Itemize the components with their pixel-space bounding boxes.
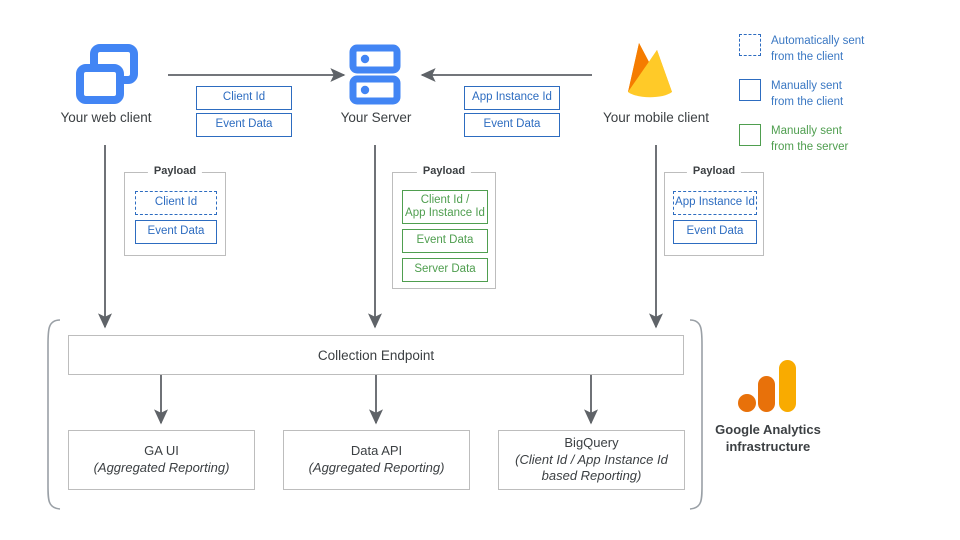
brace-left (47, 319, 61, 510)
output-data-api-name: Data API (350, 443, 403, 459)
ga-brand-line2: infrastructure (725, 438, 811, 454)
output-ga-ui-name: GA UI (144, 443, 179, 459)
transfer-chip-event-data-mobile: Event Data (464, 113, 560, 137)
payload-server: Payload Client Id / App Instance Id Even… (392, 165, 496, 289)
output-bigquery-sub2: based Reporting) (541, 468, 642, 484)
output-bigquery-sub: (Client Id / App Instance Id (515, 451, 668, 467)
legend-text-manual-client: Manually sent from the client (771, 79, 843, 110)
payload-web-item-event-data: Event Data (135, 220, 217, 244)
legend-manual-server-line1: Manually sent (771, 125, 842, 138)
legend-swatch-solid-green (739, 124, 761, 147)
legend-text-auto-client: Automatically sent from the client (771, 34, 864, 65)
legend-swatch-dashed (739, 34, 761, 56)
legend-swatch-solid-blue (739, 79, 761, 102)
legend-item-auto-client: Automatically sent from the client (739, 34, 864, 65)
legend-manual-client-line1: Manually sent (771, 80, 842, 93)
payload-server-item-server-data: Server Data (402, 258, 488, 282)
ga-brand-line1: Google Analytics (715, 422, 821, 437)
google-analytics-icon (738, 360, 796, 412)
payload-mobile-item-app-instance-id: App Instance Id (673, 191, 757, 215)
payload-mobile-title: Payload (686, 165, 742, 177)
ga-brand-caption: Google Analytics infrastructure (690, 422, 846, 456)
legend-manual-server-line2: from the server (771, 140, 849, 153)
legend: Automatically sent from the client Manua… (739, 34, 864, 155)
transfer-chip-client-id: Client Id (196, 86, 292, 110)
legend-item-manual-server: Manually sent from the server (739, 124, 864, 155)
legend-item-manual-client: Manually sent from the client (739, 79, 864, 110)
server-label: Your Server (340, 110, 412, 125)
collection-endpoint-box: Collection Endpoint (68, 335, 684, 375)
payload-web: Payload Client Id Event Data (124, 165, 226, 256)
transfer-chip-app-instance-id: App Instance Id (464, 86, 560, 110)
output-box-data-api: Data API (Aggregated Reporting) (283, 430, 470, 490)
payload-mobile: Payload App Instance Id Event Data (664, 165, 764, 256)
transfer-chip-event-data: Event Data (196, 113, 292, 137)
output-bigquery-name: BigQuery (564, 434, 619, 450)
payload-server-item-ids-line1: Client Id / (420, 193, 470, 206)
output-box-ga-ui: GA UI (Aggregated Reporting) (68, 430, 255, 490)
legend-auto-client-line1: Automatically sent (771, 35, 865, 47)
payload-server-item-event-data: Event Data (402, 229, 488, 253)
payload-server-title: Payload (416, 165, 472, 177)
mobile-client-label: Your mobile client (602, 110, 710, 125)
output-ga-ui-sub: (Aggregated Reporting) (93, 460, 230, 475)
payload-server-item-ids-line2: App Instance Id (405, 207, 485, 219)
payload-server-item-ids: Client Id / App Instance Id (402, 190, 488, 224)
payload-web-item-client-id: Client Id (135, 191, 217, 215)
firebase-flame-icon (628, 43, 672, 98)
legend-text-manual-server: Manually sent from the server (771, 124, 848, 155)
payload-web-title: Payload (147, 165, 203, 177)
web-window-icon (76, 44, 138, 104)
brace-right (689, 319, 703, 510)
output-data-api-sub: (Aggregated Reporting) (308, 460, 445, 475)
server-rack-icon (349, 44, 401, 105)
legend-manual-client-line2: from the client (771, 95, 844, 108)
web-client-label: Your web client (60, 110, 152, 125)
legend-auto-client-line2: from the client (771, 50, 844, 63)
payload-mobile-item-event-data: Event Data (673, 220, 757, 244)
output-box-bigquery: BigQuery (Client Id / App Instance Id ba… (498, 430, 685, 490)
